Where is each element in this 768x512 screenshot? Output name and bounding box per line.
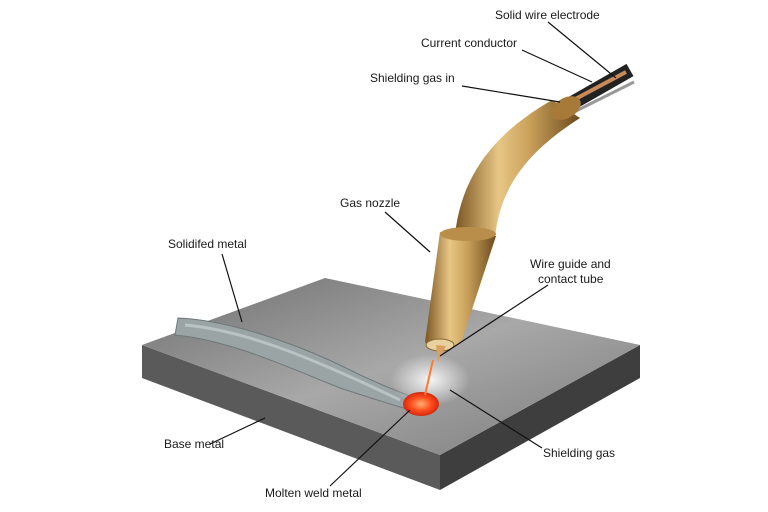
- label-molten-weld-metal: Molten weld metal: [265, 486, 362, 500]
- contact-tube: [436, 345, 446, 362]
- label-shielding-gas-in: Shielding gas in: [370, 71, 455, 85]
- label-wire-guide-line2: contact tube: [538, 272, 604, 286]
- shielding-gas-cloud: [390, 354, 470, 406]
- label-shielding-gas: Shielding gas: [543, 446, 616, 460]
- label-solid-wire-electrode: Solid wire electrode: [495, 8, 600, 22]
- label-wire-guide-line1: Wire guide and: [530, 257, 611, 271]
- torch-neck: [455, 100, 580, 238]
- label-solidified-metal: Solidifed metal: [168, 237, 247, 251]
- molten-weld-pool: [403, 392, 439, 416]
- leader-lines: [209, 21, 617, 487]
- label-gas-nozzle: Gas nozzle: [340, 196, 401, 210]
- base-metal-plate-right-face: [440, 345, 640, 490]
- base-metal-plate-top: [142, 278, 640, 455]
- gas-nozzle: [425, 232, 496, 349]
- label-current-conductor: Current conductor: [421, 36, 518, 50]
- label-base-metal: Base metal: [164, 437, 225, 451]
- base-metal-plate-left-face: [142, 345, 440, 490]
